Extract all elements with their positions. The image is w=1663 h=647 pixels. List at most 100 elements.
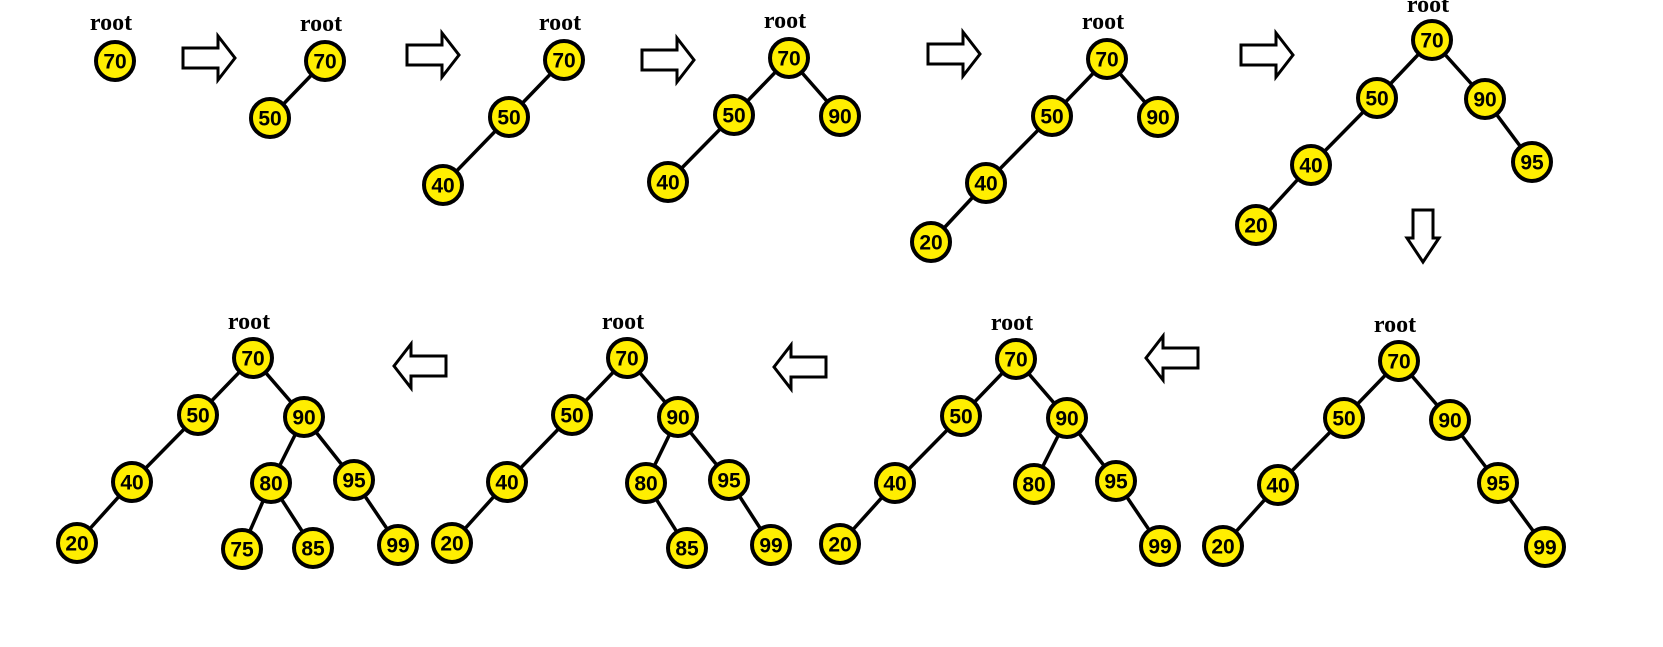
node-circle — [965, 162, 1007, 204]
tree-node: 70 — [606, 337, 648, 379]
node-value: 50 — [722, 105, 745, 128]
node-value: 50 — [949, 406, 972, 429]
tree-node: 40 — [1257, 464, 1299, 506]
tree-node: 70 — [1411, 19, 1453, 61]
node-value: 70 — [615, 348, 638, 371]
node-value: 85 — [675, 538, 699, 561]
tree-node: 99 — [750, 524, 792, 566]
node-circle — [819, 95, 861, 137]
node-circle — [488, 96, 530, 138]
node-value: 90 — [1146, 107, 1169, 130]
root-label: root — [991, 310, 1033, 336]
node-value: 20 — [1211, 536, 1234, 559]
tree-node: 40 — [422, 164, 464, 206]
node-value: 20 — [919, 232, 942, 255]
node-circle — [1137, 96, 1179, 138]
node-circle — [995, 338, 1037, 380]
tree-node: 20 — [56, 522, 98, 564]
node-circle — [304, 40, 346, 82]
node-value: 99 — [1148, 536, 1171, 559]
tree-node: 40 — [1290, 144, 1332, 186]
node-value: 95 — [1104, 471, 1128, 494]
tree-node: 50 — [249, 97, 291, 139]
node-value: 50 — [497, 107, 520, 130]
node-value: 20 — [1244, 215, 1267, 238]
node-value: 20 — [828, 534, 851, 557]
tree-node: 90 — [657, 396, 699, 438]
tree-node: 90 — [1464, 78, 1506, 120]
tree-node: 20 — [819, 523, 861, 565]
tree-node: 70 — [1378, 340, 1420, 382]
tree-node: 40 — [111, 461, 153, 503]
node-value: 40 — [431, 175, 454, 198]
node-value: 40 — [883, 473, 906, 496]
tree-node: 95 — [708, 459, 750, 501]
node-circle — [874, 462, 916, 504]
tree-node: 99 — [1524, 526, 1566, 568]
node-circle — [486, 461, 528, 503]
node-circle — [1031, 95, 1073, 137]
tree-node: 50 — [551, 394, 593, 436]
node-value: 95 — [717, 470, 741, 493]
root-label: root — [90, 10, 132, 36]
node-circle — [1323, 397, 1365, 439]
tree-node: 95 — [1511, 141, 1553, 183]
node-circle — [56, 522, 98, 564]
node-value: 70 — [1420, 30, 1443, 53]
node-circle — [657, 396, 699, 438]
node-value: 20 — [65, 533, 88, 556]
root-label: root — [764, 8, 806, 34]
tree-node: 85 — [292, 527, 334, 569]
node-value: 80 — [1022, 474, 1045, 497]
node-circle — [177, 394, 219, 436]
node-circle — [1411, 19, 1453, 61]
node-value: 50 — [1040, 106, 1063, 129]
tree-node: 90 — [283, 396, 325, 438]
node-value: 70 — [552, 50, 575, 73]
node-circle — [1524, 526, 1566, 568]
node-circle — [1290, 144, 1332, 186]
node-value: 70 — [1095, 49, 1118, 72]
node-circle — [551, 394, 593, 436]
node-circle — [1202, 525, 1244, 567]
node-value: 85 — [301, 538, 325, 561]
tree-node: 50 — [1031, 95, 1073, 137]
node-circle — [1235, 204, 1277, 246]
tree-node: 70 — [232, 337, 274, 379]
tree-node: 95 — [1095, 460, 1137, 502]
tree-node: 70 — [543, 39, 585, 81]
node-value: 50 — [1332, 408, 1355, 431]
node-value: 99 — [386, 535, 409, 558]
node-circle — [713, 94, 755, 136]
node-circle — [708, 459, 750, 501]
node-circle — [250, 462, 292, 504]
node-value: 90 — [666, 407, 689, 430]
tree-node: 95 — [333, 459, 375, 501]
tree-node: 50 — [940, 395, 982, 437]
tree-node: 50 — [713, 94, 755, 136]
node-circle — [647, 161, 689, 203]
arrow-right-icon — [640, 33, 696, 87]
node-circle — [249, 97, 291, 139]
tree-node: 50 — [177, 394, 219, 436]
node-value: 20 — [440, 533, 463, 556]
node-circle — [1086, 38, 1128, 80]
tree-node: 90 — [1046, 397, 1088, 439]
arrow-left-icon — [392, 339, 448, 393]
node-circle — [666, 527, 708, 569]
node-circle — [1511, 141, 1553, 183]
node-value: 40 — [1299, 155, 1322, 178]
tree-node: 99 — [1139, 525, 1181, 567]
node-circle — [768, 37, 810, 79]
tree-node: 99 — [377, 524, 419, 566]
tree-node: 90 — [1429, 399, 1471, 441]
node-value: 80 — [634, 473, 657, 496]
node-value: 70 — [777, 48, 800, 71]
node-circle — [910, 221, 952, 263]
node-circle — [750, 524, 792, 566]
